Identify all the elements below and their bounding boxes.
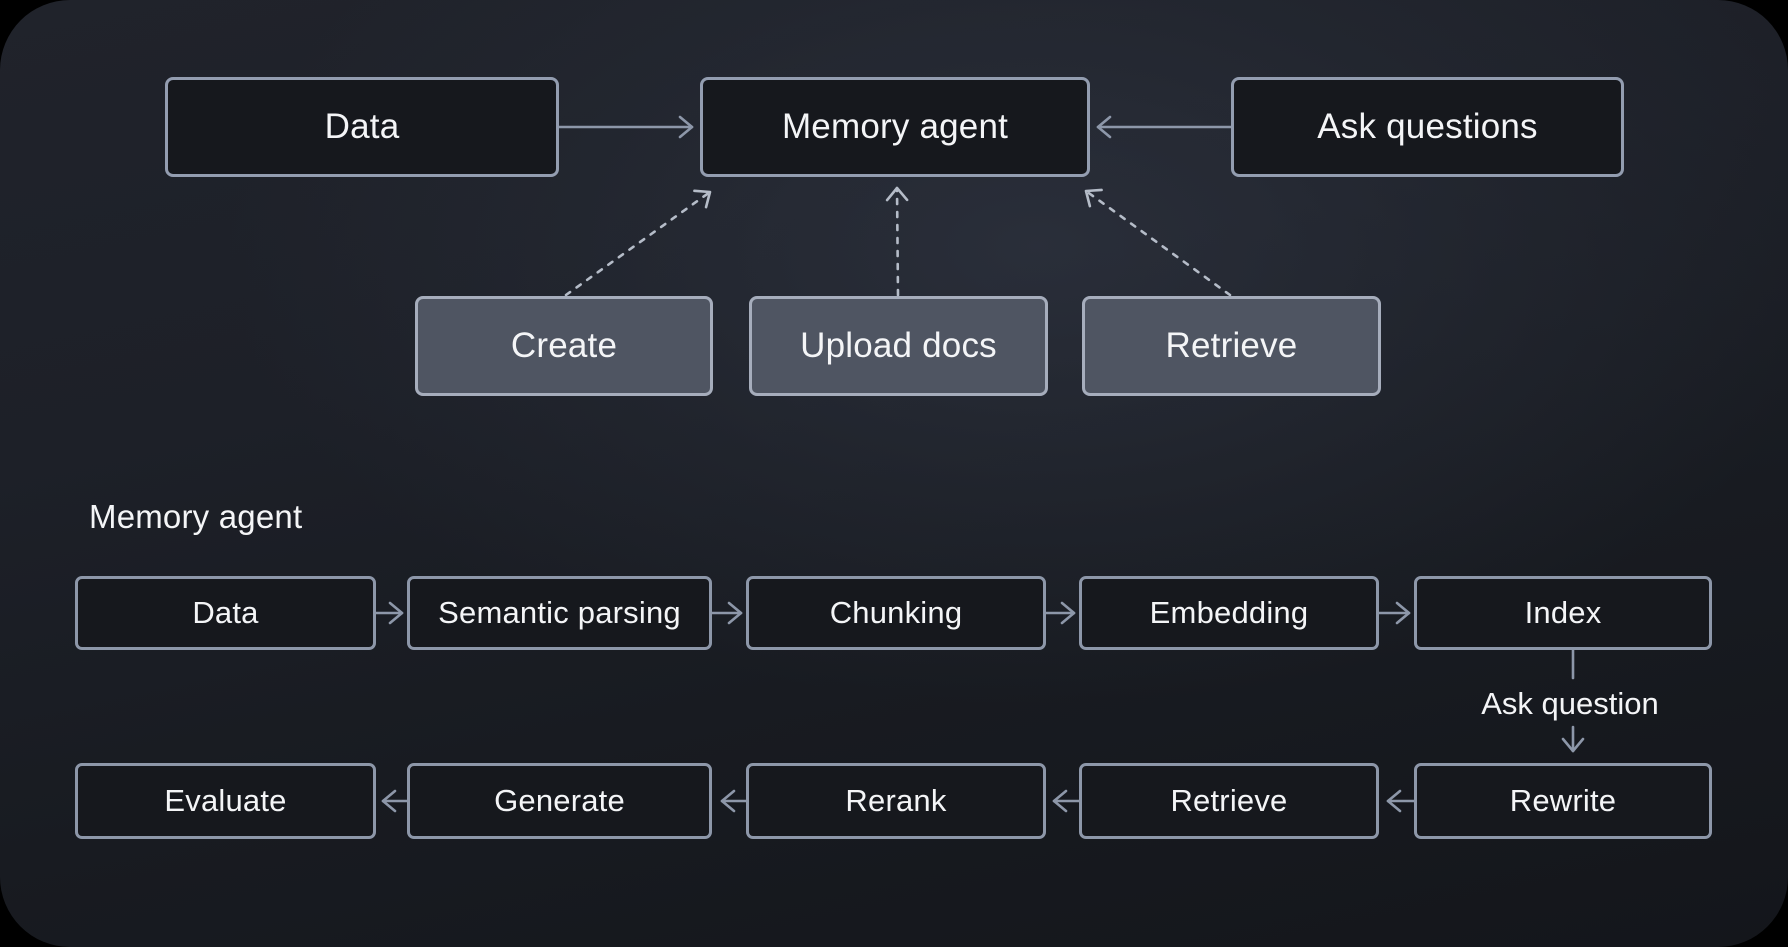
step-retrieve: Retrieve — [1079, 763, 1379, 839]
step-rewrite: Rewrite — [1414, 763, 1712, 839]
node-data: Data — [165, 77, 559, 177]
action-upload-docs: Upload docs — [749, 296, 1048, 396]
step-index: Index — [1414, 576, 1712, 650]
step-data: Data — [75, 576, 376, 650]
dashed-edges — [564, 186, 1232, 297]
step-evaluate: Evaluate — [75, 763, 376, 839]
step-generate: Generate — [407, 763, 712, 839]
step-embedding: Embedding — [1079, 576, 1379, 650]
node-ask-questions: Ask questions — [1231, 77, 1624, 177]
solid-edges — [374, 115, 1585, 813]
step-semantic-parsing: Semantic parsing — [407, 576, 712, 650]
step-chunking: Chunking — [746, 576, 1046, 650]
action-retrieve: Retrieve — [1082, 296, 1381, 396]
node-memory-agent: Memory agent — [700, 77, 1090, 177]
section-title-memory-agent: Memory agent — [89, 498, 303, 535]
action-create: Create — [415, 296, 713, 396]
edge-label-ask-question: Ask question — [1481, 686, 1659, 721]
step-rerank: Rerank — [746, 763, 1046, 839]
